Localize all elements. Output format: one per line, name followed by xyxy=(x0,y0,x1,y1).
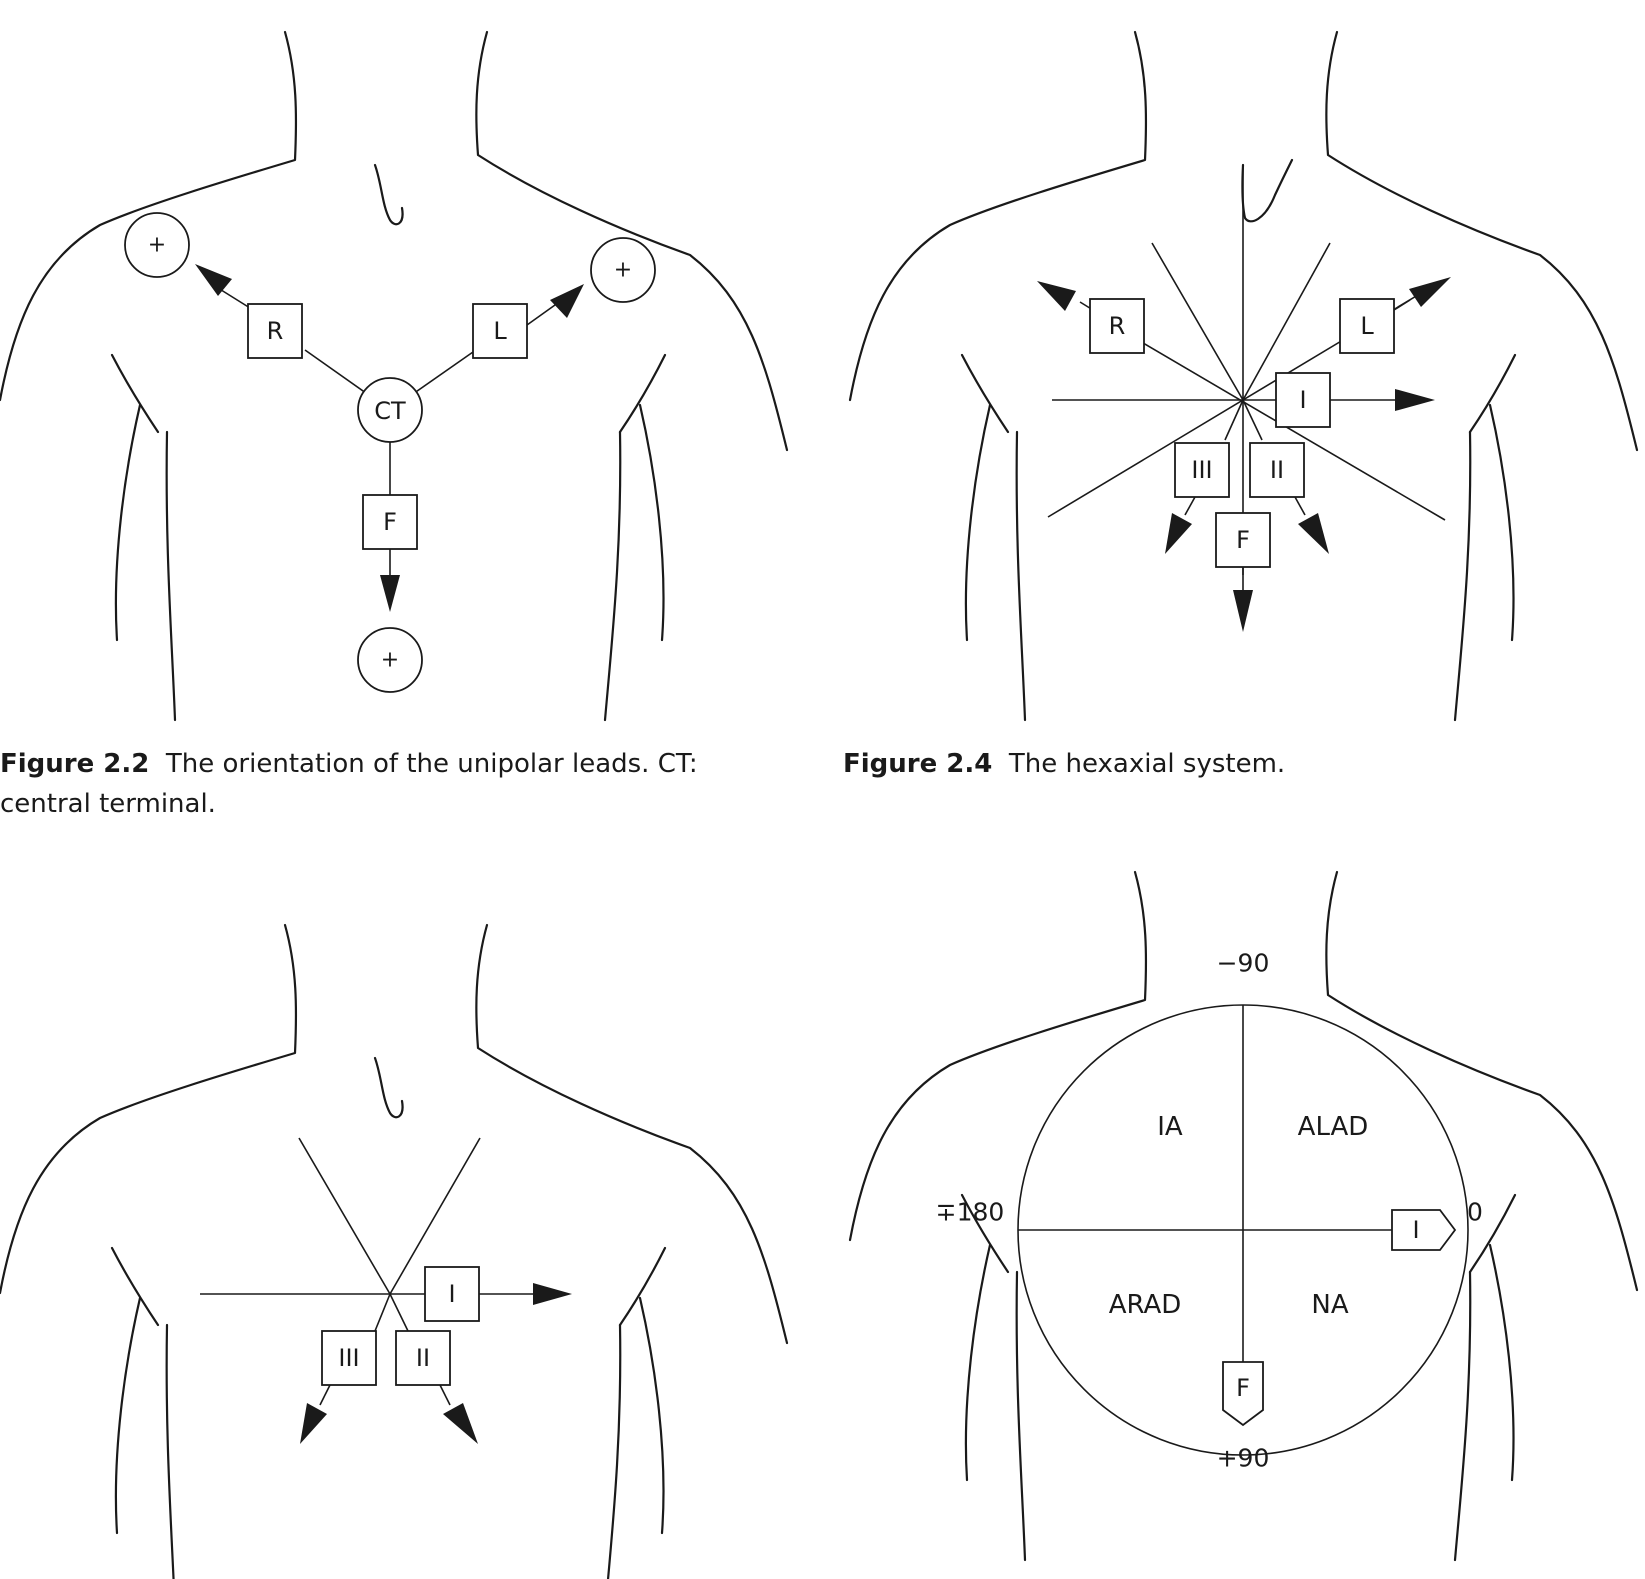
lead-box-ii xyxy=(395,1330,451,1386)
lead-label-f: F xyxy=(383,508,397,536)
lead-box-l xyxy=(1339,298,1395,354)
lead-tag-i xyxy=(1391,1209,1457,1251)
lead-label-ii: II xyxy=(416,1344,430,1372)
degree-label-top: −90 xyxy=(1217,949,1270,978)
axis-line-iii-lower xyxy=(374,1293,391,1332)
lead-box-r xyxy=(247,303,303,359)
caption-figure-2-4: Figure 2.4 The hexaxial system. xyxy=(843,744,1285,784)
lead-box-f xyxy=(362,494,418,550)
axis-line-60a xyxy=(1151,242,1244,401)
lead-label-iii: III xyxy=(338,1344,359,1372)
torso-outline xyxy=(0,923,789,1579)
degree-label-bottom: +90 xyxy=(1217,1444,1270,1473)
arrow-head-r xyxy=(1037,281,1076,311)
lead-box-iii xyxy=(1174,442,1230,498)
caption-text: The hexaxial system. xyxy=(1008,749,1286,779)
electrode-left-arm xyxy=(590,237,656,303)
electrode-plus-right: + xyxy=(148,233,166,258)
lead-box-i xyxy=(424,1266,480,1322)
quadrant-label-na: NA xyxy=(1311,1290,1348,1320)
arrow-shaft-l xyxy=(526,304,556,326)
lead-label-r: R xyxy=(267,317,284,345)
arrow-shaft-iii xyxy=(319,1384,331,1406)
quadrant-label-alad: ALAD xyxy=(1298,1112,1369,1142)
axis-line-iii xyxy=(1224,399,1244,441)
lead-box-ii xyxy=(1249,442,1305,498)
arrow-head-f xyxy=(380,575,400,612)
caption-text-line2: central terminal. xyxy=(0,789,216,819)
arrow-head-ii xyxy=(1298,513,1329,554)
arrow-head-f xyxy=(1233,590,1253,632)
arrow-head-l xyxy=(1409,277,1451,307)
caption-label: Figure 2.2 xyxy=(0,749,150,779)
sternal-notch xyxy=(1241,158,1294,223)
arrow-shaft-l xyxy=(1393,299,1411,311)
lead-box-i xyxy=(1275,372,1331,428)
arrow-head-r xyxy=(195,264,232,296)
axis-line-iii xyxy=(389,1137,481,1295)
arrow-head-l xyxy=(550,284,584,318)
bipolar-diagram: I III II xyxy=(0,923,789,1579)
lead-tag-f xyxy=(1222,1361,1264,1427)
lead-label-i: I xyxy=(1299,386,1306,414)
arrow-head-ii xyxy=(443,1403,478,1444)
axis-line-30b xyxy=(1142,342,1446,521)
electrode-foot xyxy=(357,627,423,693)
lead-label-r: R xyxy=(1109,312,1126,340)
electrode-plus-foot: + xyxy=(381,648,399,673)
axis-line-ii xyxy=(1242,399,1263,441)
caption-label: Figure 2.4 xyxy=(843,749,993,779)
lead-box-r xyxy=(1089,298,1145,354)
arrow-shaft-ii xyxy=(1294,496,1306,516)
central-terminal-circle xyxy=(357,377,423,443)
quadrant-label-ia: IA xyxy=(1157,1112,1183,1142)
arrow-head-i xyxy=(1395,389,1435,411)
arrow-head-iii xyxy=(300,1403,327,1444)
lead-box-f xyxy=(1215,512,1271,568)
lead-label-iii: III xyxy=(1191,456,1212,484)
lead-label-ii: II xyxy=(1270,456,1284,484)
lead-label-i: I xyxy=(1412,1216,1419,1244)
degree-label-left: ∓180 xyxy=(936,1198,1005,1227)
electrode-right-arm xyxy=(124,212,190,278)
arrow-shaft-ii xyxy=(439,1384,451,1406)
lead-label-f: F xyxy=(1236,1374,1250,1402)
sternal-notch xyxy=(373,1056,404,1119)
axis-line-ii xyxy=(298,1137,391,1295)
hexaxial-diagram: R L I III II F xyxy=(848,30,1639,722)
caption-figure-2-2: Figure 2.2 The orientation of the unipol… xyxy=(0,744,698,824)
arrow-head-i xyxy=(533,1283,572,1305)
arrow-shaft-iii xyxy=(1184,496,1196,516)
axis-diagram: I F IA ALAD ARAD NA −90 +90 ∓180 0 xyxy=(848,870,1639,1562)
arrow-shaft-r xyxy=(217,287,251,309)
lead-box-iii xyxy=(321,1330,377,1386)
lead-label-l: L xyxy=(493,317,507,345)
torso-outline xyxy=(0,30,789,722)
lead-label-f: F xyxy=(1236,526,1250,554)
arrow-head-iii xyxy=(1165,513,1192,554)
lead-label-i: I xyxy=(448,1280,455,1308)
quadrant-label-arad: ARAD xyxy=(1109,1290,1182,1320)
unipolar-diagram: CT R L F + + + xyxy=(0,30,789,722)
caption-text: The orientation of the unipolar leads. C… xyxy=(165,749,698,779)
electrode-plus-left: + xyxy=(614,258,632,283)
axis-line-ii-lower xyxy=(389,1293,409,1332)
axis-line-60b xyxy=(1242,242,1331,401)
sternal-notch xyxy=(373,163,404,226)
central-terminal-label: CT xyxy=(374,397,406,425)
lead-label-l: L xyxy=(1360,312,1374,340)
lead-box-l xyxy=(472,303,528,359)
degree-label-right: 0 xyxy=(1467,1198,1483,1227)
